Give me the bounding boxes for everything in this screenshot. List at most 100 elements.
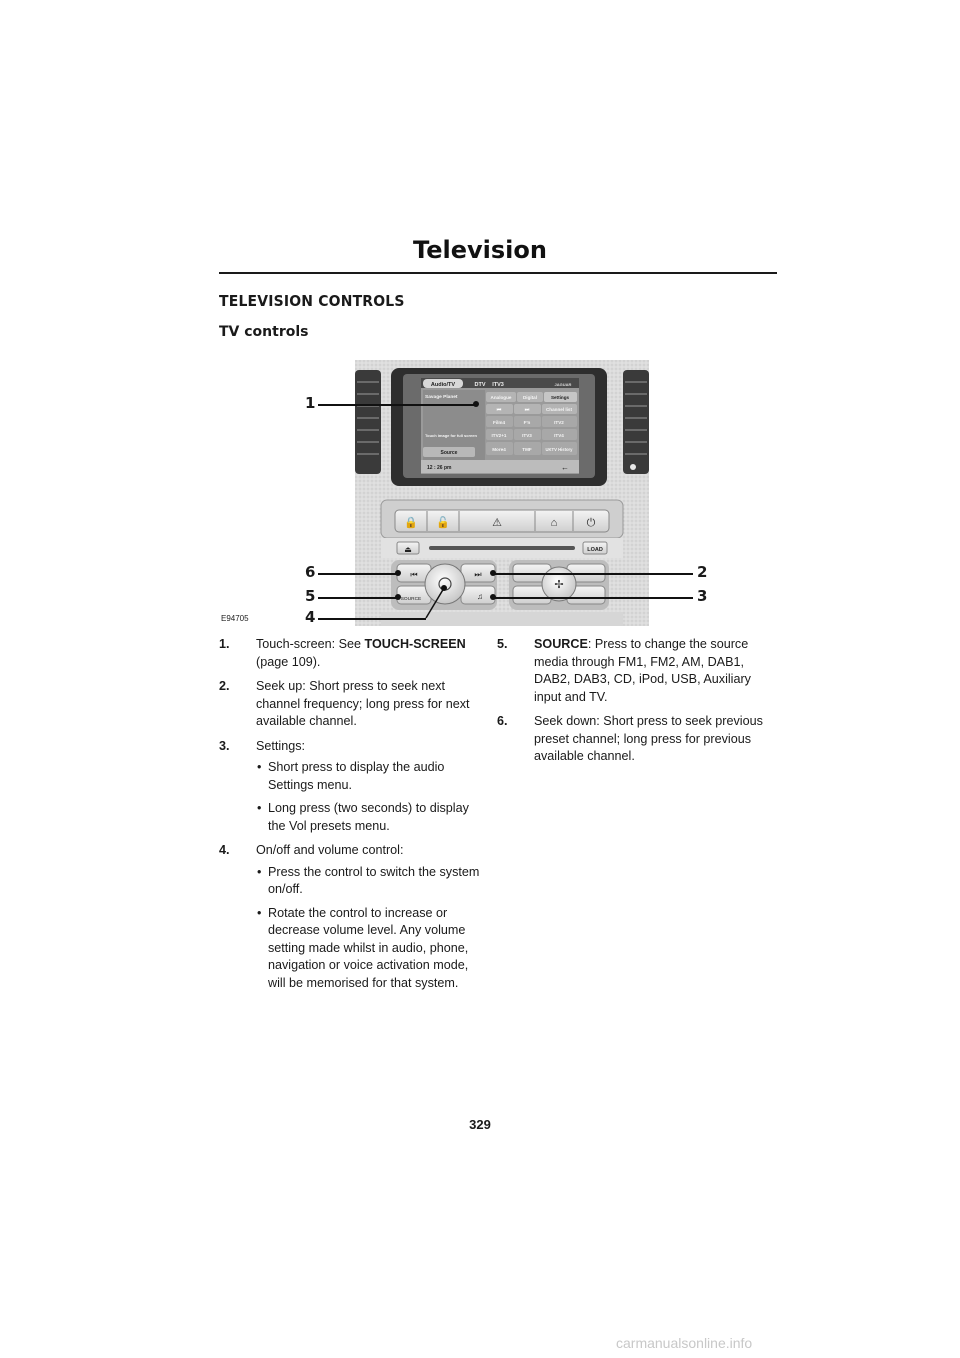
load-button-label: LOAD bbox=[587, 547, 603, 553]
page-reference: (page 109). bbox=[256, 654, 321, 669]
list-item-4: 4. On/off and volume control: •Press the… bbox=[219, 842, 489, 992]
item-number: 3. bbox=[219, 738, 230, 753]
figure-id: E94705 bbox=[221, 614, 249, 623]
callout-2: 2 bbox=[697, 563, 708, 581]
bullet-item: •Short press to display the audio Settin… bbox=[257, 760, 445, 792]
callout-5-leader bbox=[318, 597, 398, 599]
callout-6-dot bbox=[395, 570, 401, 576]
list-item-6: 6. Seek down: Short press to seek previo… bbox=[497, 713, 777, 766]
title-rule bbox=[219, 272, 777, 274]
callout-1-dot bbox=[473, 401, 479, 407]
item-text: Seek up: Short press to seek next channe… bbox=[256, 679, 470, 728]
callout-1: 1 bbox=[305, 394, 316, 412]
callout-5-dot bbox=[395, 594, 401, 600]
screen-source-button: Source bbox=[441, 450, 458, 456]
bullet-list: •Press the control to switch the system … bbox=[256, 864, 489, 993]
screen-channel-more4: More4 bbox=[492, 447, 506, 452]
screen-tab-audio-tv: Audio/TV bbox=[431, 382, 455, 388]
screen-settings-button: Settings bbox=[551, 395, 570, 400]
watermark: carmanualsonline.info bbox=[616, 1335, 753, 1351]
callout-3-dot bbox=[490, 594, 496, 600]
screen-channel-fn: F'n bbox=[524, 420, 531, 425]
screen-channel-film4: Film4 bbox=[493, 420, 505, 425]
screen-clock: 12 : 26 pm bbox=[427, 465, 452, 471]
seek-up-icon: ⏭ bbox=[474, 570, 481, 579]
settings-note-icon: ♫ bbox=[477, 592, 483, 601]
screen-analogue-button: Analogue bbox=[491, 395, 512, 400]
source-button-label: SOURCE bbox=[401, 596, 422, 602]
callout-5: 5 bbox=[305, 587, 316, 605]
screen-digital-button: Digital bbox=[523, 395, 537, 400]
bullet-text: Long press (two seconds) to display the … bbox=[268, 801, 469, 833]
item-keyword: SOURCE bbox=[534, 637, 588, 651]
item-number: 5. bbox=[497, 637, 508, 651]
bullet-item: •Press the control to switch the system … bbox=[257, 864, 480, 897]
list-item-5: 5. SOURCE: Press to change the source me… bbox=[497, 636, 777, 706]
bullet-text: Press the control to switch the system o… bbox=[268, 864, 480, 897]
section-heading: TELEVISION CONTROLS bbox=[219, 292, 405, 310]
screen-channel-label: ITV3 bbox=[492, 382, 504, 388]
left-vent bbox=[355, 370, 381, 474]
screen-channel-itv3: ITV3 bbox=[522, 433, 532, 438]
left-column: 1. Touch-screen: See TOUCH-SCREEN (page … bbox=[219, 636, 489, 999]
callout-4: 4 bbox=[305, 608, 316, 626]
list-item-1: 1. Touch-screen: See TOUCH-SCREEN (page … bbox=[219, 636, 489, 671]
right-vent bbox=[623, 370, 649, 474]
callout-1-leader bbox=[318, 404, 476, 406]
callout-3: 3 bbox=[697, 587, 708, 605]
callout-6-leader bbox=[318, 573, 398, 575]
callout-4-leader bbox=[318, 618, 426, 620]
screen-dtv-label: DTV bbox=[475, 382, 486, 388]
cross-reference-link[interactable]: TOUCH-SCREEN bbox=[364, 637, 466, 651]
screen-channel-tmf: TMF bbox=[522, 447, 532, 452]
home-icon: ⌂ bbox=[551, 517, 558, 529]
eject-icon: ⏏ bbox=[404, 545, 412, 554]
item-text: : Press to change the source media throu… bbox=[534, 637, 751, 704]
seek-down-icon: ⏮ bbox=[410, 570, 417, 579]
list-item-3: 3. Settings: •Short press to display the… bbox=[219, 738, 489, 836]
bullet-text: Short press to display the audio Setting… bbox=[268, 760, 445, 792]
unlock-icon: 🔓 bbox=[436, 516, 450, 529]
callout-2-dot bbox=[490, 570, 496, 576]
bullet-list: •Short press to display the audio Settin… bbox=[256, 759, 489, 835]
screen-program-name: Savage Planet bbox=[425, 394, 458, 400]
callout-2-leader bbox=[493, 573, 693, 575]
item-text: On/off and volume control: bbox=[256, 843, 404, 857]
right-column: 5. SOURCE: Press to change the source me… bbox=[497, 636, 777, 773]
sub-heading: TV controls bbox=[219, 324, 309, 340]
touch-screen: Audio/TV DTV ITV3 JAGUAR Savage Planet T… bbox=[421, 378, 579, 474]
fan-icon: ✢ bbox=[554, 579, 563, 591]
page-number: 329 bbox=[469, 1117, 491, 1132]
page-title: Television bbox=[413, 236, 547, 264]
console-illustration: Audio/TV DTV ITV3 JAGUAR Savage Planet T… bbox=[355, 360, 649, 626]
screen-channel-itv2-1: ITV2+1 bbox=[492, 433, 507, 438]
callout-4-slant bbox=[425, 585, 447, 619]
screen-channel-uktv-history: UKTV History bbox=[546, 447, 574, 452]
screen-channel-itv4: ITV4 bbox=[554, 433, 564, 438]
list-item-2: 2. Seek up: Short press to seek next cha… bbox=[219, 678, 489, 731]
lock-button-row: 🔒 🔓 ⚠ ⌂ ⏻ bbox=[394, 509, 610, 533]
callout-6: 6 bbox=[305, 563, 316, 581]
item-text: Touch-screen: See bbox=[256, 637, 365, 651]
lock-icon: 🔒 bbox=[404, 516, 418, 529]
bullet-item: •Long press (two seconds) to display the… bbox=[257, 801, 469, 833]
item-number: 2. bbox=[219, 679, 230, 693]
item-number: 4. bbox=[219, 843, 230, 857]
hazard-icon: ⚠ bbox=[492, 517, 502, 529]
item-number: 6. bbox=[497, 714, 508, 728]
bullet-item: •Rotate the control to increase or decre… bbox=[257, 905, 469, 990]
item-text: Seek down: Short press to seek previous … bbox=[534, 714, 763, 763]
item-number: 1. bbox=[219, 637, 230, 651]
screen-brand: JAGUAR bbox=[555, 382, 572, 387]
screen-back-icon: ← bbox=[561, 463, 569, 472]
screen-channel-list-button: Channel list bbox=[546, 407, 573, 412]
screen-channel-itv2: ITV2 bbox=[554, 420, 564, 425]
screen-touch-hint: Touch image for full screen bbox=[425, 433, 477, 438]
power-icon: ⏻ bbox=[587, 517, 596, 529]
item-text: Settings: bbox=[256, 738, 306, 753]
bullet-text: Rotate the control to increase or decrea… bbox=[268, 905, 469, 990]
callout-3-leader bbox=[493, 597, 693, 599]
tv-controls-figure: Audio/TV DTV ITV3 JAGUAR Savage Planet T… bbox=[355, 360, 649, 626]
screen-seek-down-icon: ⏮ bbox=[497, 407, 502, 413]
screen-seek-up-icon: ⏭ bbox=[525, 407, 530, 413]
